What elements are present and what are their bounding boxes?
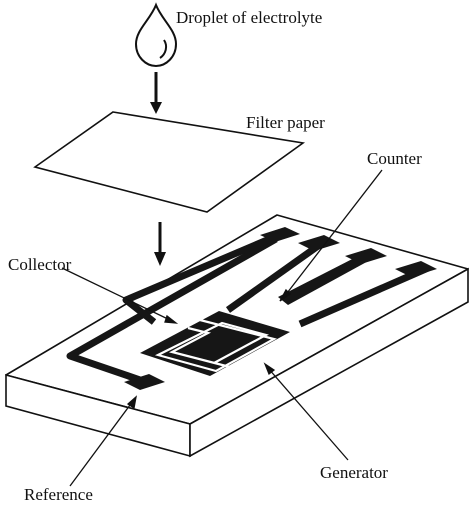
leader-lines [61,169,383,487]
collector-label: Collector [8,255,72,274]
electrolyte-droplet [134,2,178,68]
arrow-down-1 [150,72,162,114]
interdigitated-fingers [154,318,277,373]
filter-paper-label: Filter paper [246,113,325,132]
arrow-down-2 [154,222,166,266]
reference-label: Reference [24,485,93,504]
droplet-label: Droplet of electrolyte [176,8,323,27]
counter-label: Counter [367,149,422,168]
filter-paper-sheet [33,111,306,213]
generator-label: Generator [320,463,388,482]
